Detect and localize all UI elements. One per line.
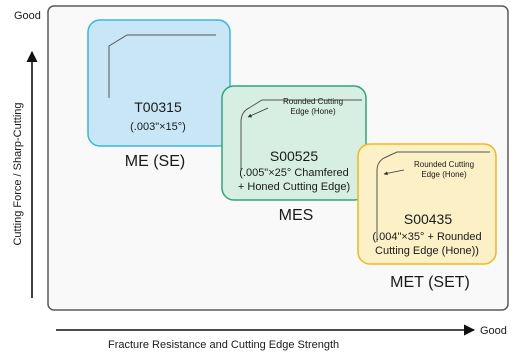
grade-spec-s00435-line1: (.004"×35° + Rounded [372, 231, 482, 243]
grade-code-s00525: S00525 [269, 148, 319, 164]
grade-code-s00435: S00435 [403, 211, 453, 227]
grade-name-mes: MES [278, 207, 314, 224]
callout-leader-s00435 [383, 169, 405, 176]
grade-code-t00315: T00315 [134, 99, 182, 115]
grade-spec-s00525-line2: + Honed Cutting Edge) [237, 181, 351, 193]
x-axis-good-label: Good [480, 325, 507, 337]
grade-name-me-se: ME (SE) [124, 153, 186, 170]
grade-box-s00525 [221, 85, 367, 201]
callout-label-s00435-line2: Edge (Hone) [421, 170, 467, 179]
callout-leader-s00525 [247, 107, 269, 118]
y-axis-good-label: Good [14, 10, 41, 22]
edge-profile-s00525 [240, 99, 362, 170]
callout-label-s00525-line1: Rounded Cutting [282, 97, 344, 106]
edge-profile-t00315 [108, 34, 216, 98]
grade-spec-t00315: (.003"×15°) [130, 121, 186, 133]
grade-name-met-set: MET (SET) [390, 274, 470, 291]
callout-label-s00525-line2: Edge (Hone) [290, 107, 336, 116]
edge-profile-s00435 [376, 151, 490, 242]
grade-box-t00315 [87, 19, 231, 147]
callout-label-s00435-line1: Rounded Cutting [413, 160, 475, 169]
grade-spec-s00525-line1: (.005"×25° Chamfered [239, 167, 349, 179]
x-axis-label: Fracture Resistance and Cutting Edge Str… [108, 339, 340, 351]
y-axis-label: Cutting Force / Sharp-Cutting [12, 102, 24, 246]
grade-spec-s00435-line2: Cutting Edge (Hone)) [375, 245, 479, 257]
grade-box-s00435 [357, 143, 497, 265]
